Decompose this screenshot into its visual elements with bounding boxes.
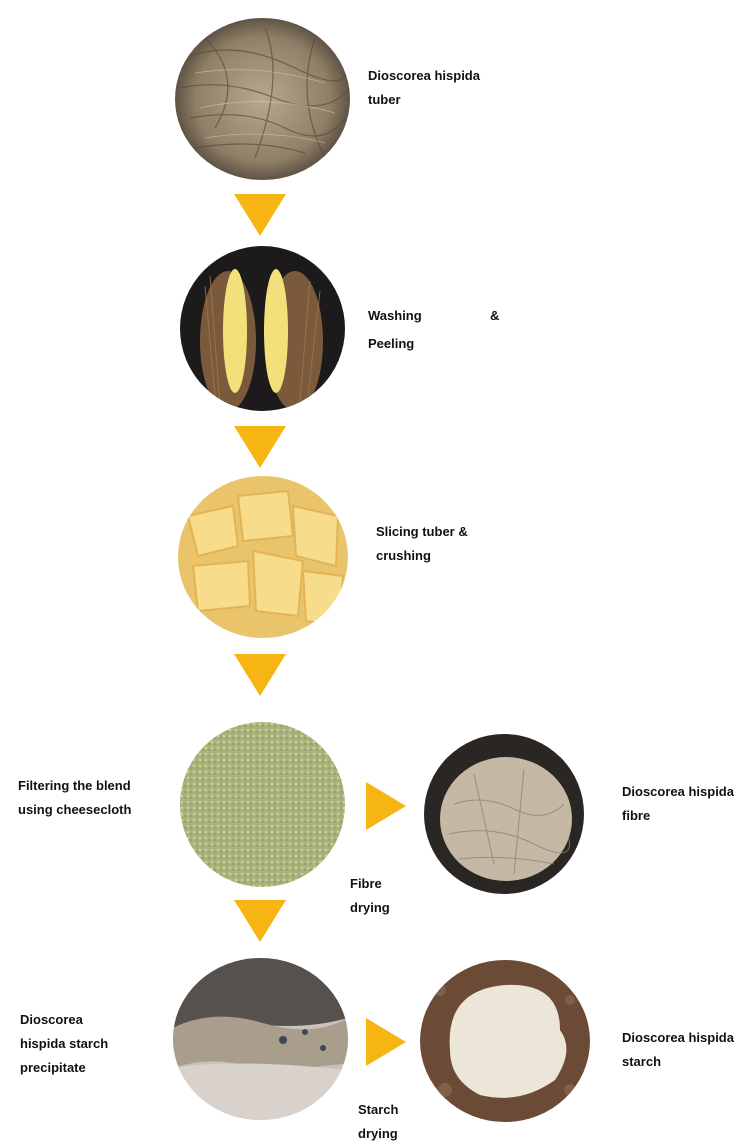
tuber-photo <box>175 18 350 180</box>
arrow-right-2 <box>366 1018 406 1066</box>
starch-label: Dioscorea hispida starch <box>622 1026 734 1074</box>
arrow-down-3 <box>234 654 286 696</box>
fibre-label: Dioscorea hispida fibre <box>622 780 734 828</box>
starch-drying-label: Starch drying <box>358 1098 398 1146</box>
washing-label: Washing <box>368 304 422 328</box>
precipitate-photo <box>173 958 348 1120</box>
peeled-tuber-photo <box>180 246 345 411</box>
tuber-label: Dioscorea hispida tuber <box>368 64 480 112</box>
peeling-label: Peeling <box>368 332 414 356</box>
arrow-right-1 <box>366 782 406 830</box>
slicing-label: Slicing tuber & crushing <box>376 520 468 568</box>
fibre-drying-label: Fibre drying <box>350 872 390 920</box>
filtered-blend-photo <box>180 722 345 887</box>
arrow-down-2 <box>234 426 286 468</box>
filtering-label: Filtering the blend using cheesecloth <box>18 774 131 822</box>
fibre-photo <box>424 734 584 894</box>
precipitate-label: Dioscorea hispida starch precipitate <box>20 1008 108 1080</box>
washing-amp-label: & <box>490 304 499 328</box>
sliced-tuber-photo <box>178 476 348 638</box>
arrow-down-1 <box>234 194 286 236</box>
arrow-down-4 <box>234 900 286 942</box>
starch-photo <box>420 960 590 1122</box>
